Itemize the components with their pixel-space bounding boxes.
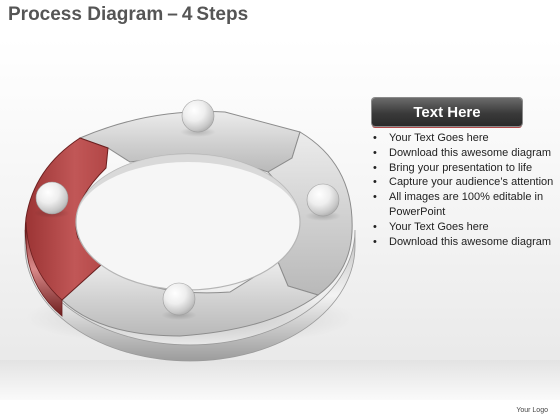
sphere-top xyxy=(181,99,215,133)
bullet-item: Capture your audience’s attention xyxy=(372,175,554,190)
bullet-item: Bring your presentation to life xyxy=(372,161,554,176)
bullet-item: Download this awesome diagram xyxy=(372,146,554,161)
bullet-item: All images are 100% editable in PowerPoi… xyxy=(372,190,554,220)
ring-outer-wall xyxy=(24,229,356,362)
highlight-side-face xyxy=(25,221,63,317)
title-suffix: Steps xyxy=(196,4,249,25)
title-number: 4 xyxy=(181,4,193,25)
text-panel-bullet-list: Your Text Goes here Download this awesom… xyxy=(372,131,554,249)
bullet-item: Your Text Goes here xyxy=(372,131,554,146)
title-main: Process Diagram xyxy=(8,4,164,25)
sphere-left xyxy=(35,181,69,215)
sphere-bottom xyxy=(162,282,196,316)
title-separator: – xyxy=(167,4,178,25)
footer-logo-text: Your Logo xyxy=(516,407,548,414)
floor-reflection xyxy=(0,360,560,400)
text-panel-header: Text Here xyxy=(372,98,522,126)
bullet-item: Your Text Goes here xyxy=(372,220,554,235)
sphere-right xyxy=(306,183,340,217)
bullet-item: Download this awesome diagram xyxy=(372,235,554,250)
